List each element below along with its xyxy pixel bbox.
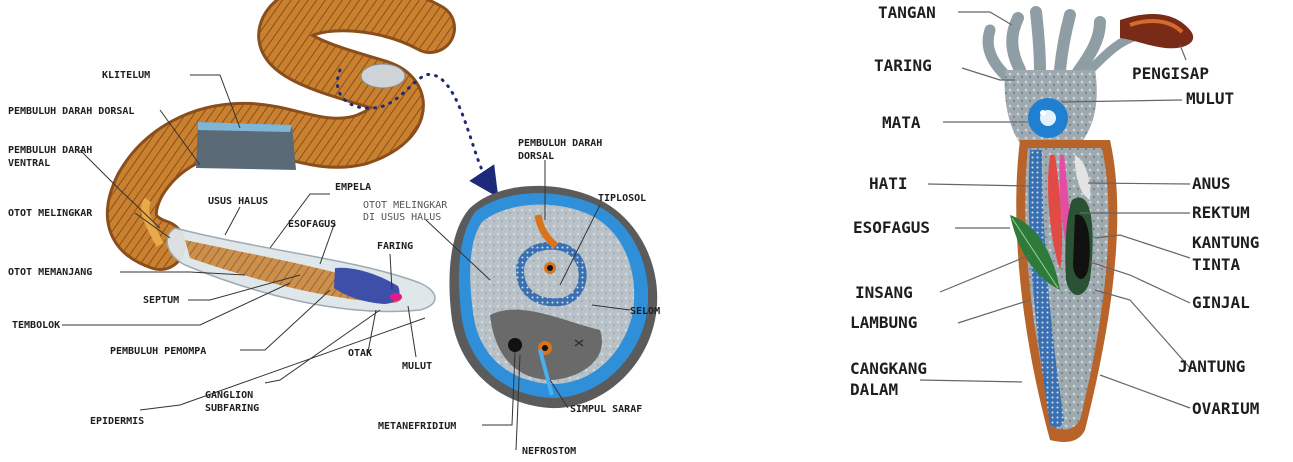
label-jantung: JANTUNG [1178,357,1245,376]
label-mulut-worm: MULUT [402,361,432,372]
label-kantung-1: KANTUNG [1192,233,1259,252]
label-tangan: TANGAN [878,3,936,22]
label-faring-worm: FARING [377,241,413,252]
label-insang: INSANG [855,283,913,302]
label-ginjal: GINJAL [1192,293,1250,312]
label-otot-usus-1: OTOT MELINGKAR [363,200,448,211]
label-esofagus-worm: ESOFAGUS [288,219,336,230]
label-cangkang-1: CANGKANG [850,359,927,378]
label-empela: EMPELA [335,182,371,193]
cross-section-illustration [449,186,657,408]
label-otot-memanjang: OTOT MEMANJANG [8,267,92,278]
label-klitelum: KLITELUM [102,70,150,81]
label-cangkang-2: DALAM [850,380,898,399]
label-otot-melingkar: OTOT MELINGKAR [8,208,93,219]
label-pembuluh-darah-ventral-2: VENTRAL [8,158,50,169]
label-pembuluh-darah-ventral-1: PEMBULUH DARAH [8,145,92,156]
label-tembolok: TEMBOLOK [12,320,60,331]
label-mulut-squid: MULUT [1186,89,1234,108]
label-ovarium: OVARIUM [1192,399,1259,418]
label-tiplosol: TIPLOSOL [598,193,646,204]
label-nefrostom: NEFROSTOM [522,446,576,457]
earthworm-illustration [132,6,490,311]
label-pembuluh-pemompa: PEMBULUH PEMOMPA [110,346,206,357]
label-hati: HATI [869,174,908,193]
label-mata: MATA [882,113,921,132]
label-ganglion-2: SUBFARING [205,403,259,414]
label-pembuluh-darah-dorsal: PEMBULUH DARAH DORSAL [8,106,134,117]
label-ganglion-1: GANGLION [205,390,253,401]
label-rektum: REKTUM [1192,203,1250,222]
label-epidermis: EPIDERMIS [90,416,144,427]
label-otak: OTAK [348,348,372,359]
label-metanefridium: METANEFRIDIUM [378,421,456,432]
label-esofagus-squid: ESOFAGUS [853,218,930,237]
label-pengisap: PENGISAP [1132,64,1209,83]
label-otot-usus-2: DI USUS HALUS [363,212,441,223]
label-kantung-2: TINTA [1192,255,1241,274]
label-septum: SEPTUM [143,295,179,306]
label-simpul-saraf: SIMPUL SARAF [570,404,642,415]
label-usus-halus: USUS HALUS [208,196,268,207]
label-taring: TARING [874,56,932,75]
label-pembuluh-darah-dorsal-2-2: DORSAL [518,151,554,162]
label-pembuluh-darah-dorsal-2-1: PEMBULUH DARAH [518,138,602,149]
label-lambung: LAMBUNG [850,313,917,332]
label-anus: ANUS [1192,174,1231,193]
label-selom: SELOM [630,306,660,317]
